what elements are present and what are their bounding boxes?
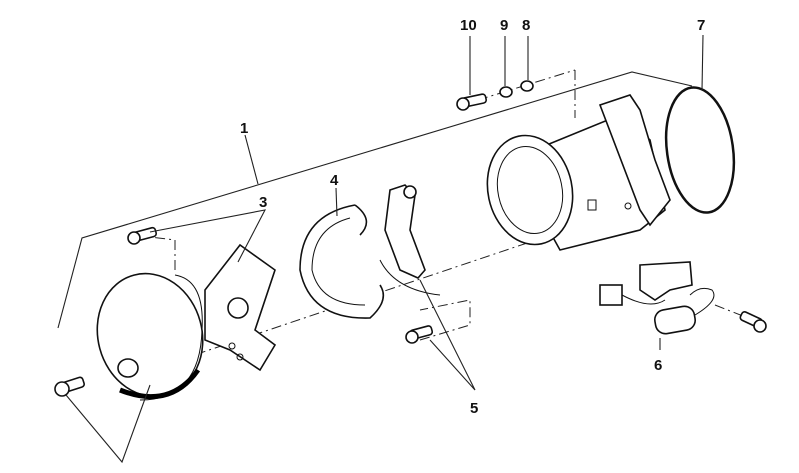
leader-7 (701, 34, 704, 91)
condenser (599, 261, 715, 335)
contact-breaker (379, 184, 441, 296)
leader-4 (335, 187, 338, 217)
screw-3-axis (149, 236, 176, 270)
lock-washer-9 (499, 86, 513, 98)
leader-2 (65, 384, 151, 464)
gasket-ring (664, 86, 736, 214)
callout-3: 3 (259, 194, 267, 211)
callout-4: 4 (330, 172, 339, 189)
callout-10: 10 (460, 17, 477, 34)
screw-5 (405, 325, 434, 344)
screw-3 (127, 226, 158, 245)
leader-3 (149, 209, 267, 263)
screw-axis (477, 69, 576, 101)
distributor-housing (486, 94, 671, 251)
screw-5-axis (419, 299, 471, 341)
screw-10 (456, 93, 488, 111)
leader-5 (419, 279, 476, 391)
distributor-cap (96, 272, 204, 401)
callout-9: 9 (500, 17, 508, 34)
assembly-bracket (57, 71, 693, 329)
callout-8: 8 (522, 17, 530, 34)
washer-8 (520, 80, 534, 92)
callout-6: 6 (654, 357, 662, 374)
breaker-plate (204, 243, 277, 372)
screw-2 (54, 376, 85, 397)
retaining-ring (299, 204, 385, 319)
callout-7: 7 (697, 17, 705, 34)
callout-5: 5 (470, 400, 478, 417)
callout-1: 1 (240, 120, 248, 137)
screw-6 (739, 311, 767, 333)
